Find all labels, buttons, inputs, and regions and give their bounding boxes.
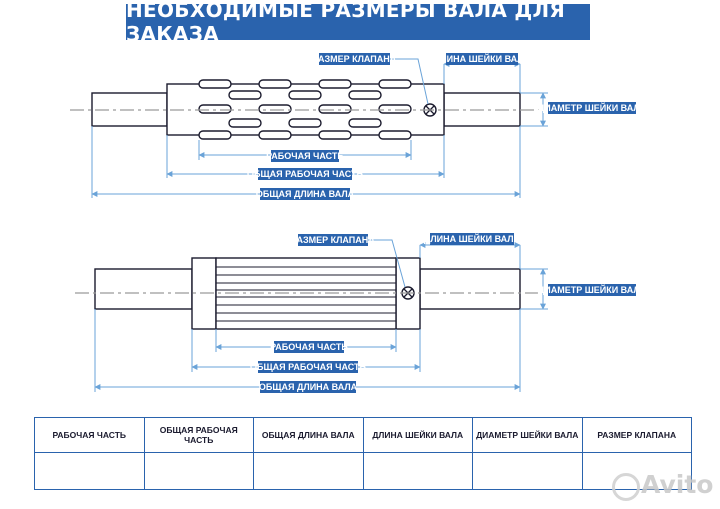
watermark: Avito: [641, 470, 714, 499]
watermark-logo-icon: [612, 473, 640, 501]
col-header-journal-length: ДЛИНА ШЕЙКИ ВАЛА: [362, 417, 473, 453]
journal-diameter-label: ДИАМЕТР ШЕЙКИ ВАЛА: [538, 102, 647, 113]
diagram-2-labels: РАЗМЕР КЛАПАНА ДЛИНА ШЕЙКИ ВАЛА ДИАМЕТР …: [250, 233, 647, 393]
working-part-label: РАБОЧАЯ ЧАСТЬ: [266, 151, 344, 161]
slot: [288, 118, 322, 128]
total-shaft-length-label: ОБЩАЯ ДЛИНА ВАЛА: [256, 189, 355, 199]
cell-total-working-part[interactable]: [143, 452, 254, 490]
cell-journal-diameter[interactable]: [472, 452, 583, 490]
slot: [258, 79, 292, 89]
table-row: [34, 452, 692, 490]
slot: [258, 104, 292, 114]
total-shaft-length-label: ОБЩАЯ ДЛИНА ВАЛА: [259, 382, 358, 392]
cell-total-shaft-length[interactable]: [253, 452, 364, 490]
left-journal: [94, 268, 193, 310]
slot: [228, 90, 262, 100]
journal-length-label: ДЛИНА ШЕЙКИ ВАЛА: [424, 233, 521, 244]
order-dimensions-table: РАБОЧАЯ ЧАСТЬ ОБЩАЯ РАБОЧАЯ ЧАСТЬ ОБЩАЯ …: [34, 417, 692, 490]
slot: [198, 130, 232, 140]
right-journal: [419, 268, 521, 310]
slot: [198, 79, 232, 89]
col-header-total-working-part: ОБЩАЯ РАБОЧАЯ ЧАСТЬ: [143, 417, 254, 453]
valve-size-label: РАЗМЕР КЛАПАНА: [291, 235, 375, 245]
slot: [348, 118, 382, 128]
valve-size-label: РАЗМЕР КЛАПАНА: [313, 54, 397, 64]
col-header-working-part: РАБОЧАЯ ЧАСТЬ: [34, 417, 145, 453]
total-working-part-label: ОБЩАЯ РАБОЧАЯ ЧАСТЬ: [250, 362, 366, 372]
cell-working-part[interactable]: [34, 452, 145, 490]
journal-length-label: ДЛИНА ШЕЙКИ ВАЛА: [434, 53, 531, 64]
col-header-valve-size: РАЗМЕР КЛАПАНА: [581, 417, 692, 453]
journal-diameter-label: ДИАМЕТР ШЕЙКИ ВАЛА: [538, 284, 647, 295]
page-title: НЕОБХОДИМЫЕ РАЗМЕРЫ ВАЛА ДЛЯ ЗАКАЗА: [126, 0, 590, 46]
slot: [378, 79, 412, 89]
slot: [378, 130, 412, 140]
slot: [258, 130, 292, 140]
working-part-label: РАБОЧАЯ ЧАСТЬ: [270, 342, 348, 352]
slot: [318, 130, 352, 140]
slot: [378, 104, 412, 114]
cell-journal-length[interactable]: [362, 452, 473, 490]
total-working-part-label: ОБЩАЯ РАБОЧАЯ ЧАСТЬ: [247, 169, 363, 179]
slot: [198, 104, 232, 114]
table-header-row: РАБОЧАЯ ЧАСТЬ ОБЩАЯ РАБОЧАЯ ЧАСТЬ ОБЩАЯ …: [34, 417, 692, 453]
col-header-journal-diameter: ДИАМЕТР ШЕЙКИ ВАЛА: [472, 417, 583, 453]
slot: [288, 90, 322, 100]
slot: [348, 90, 382, 100]
slot: [228, 118, 262, 128]
diagram-1-labels: РАЗМЕР КЛАПАНА ДЛИНА ШЕЙКИ ВАЛА ДИАМЕТР …: [247, 53, 647, 200]
col-header-total-shaft-length: ОБЩАЯ ДЛИНА ВАЛА: [253, 417, 364, 453]
slot: [318, 104, 352, 114]
slot: [318, 79, 352, 89]
